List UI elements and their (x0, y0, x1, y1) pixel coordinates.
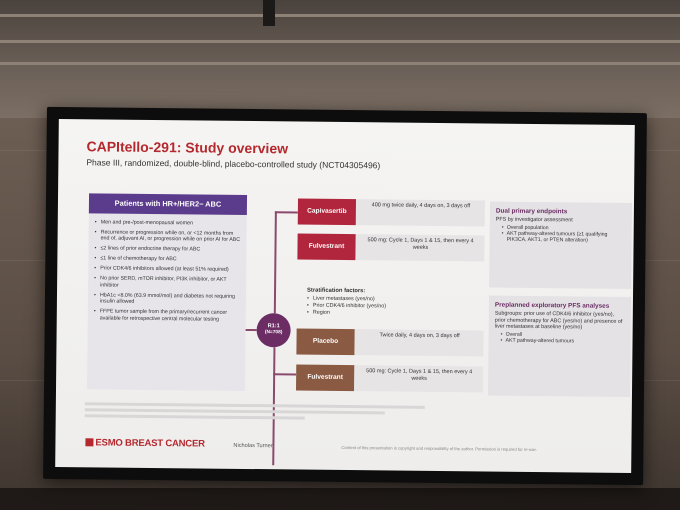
ceiling-projector-mount (263, 0, 275, 26)
connector-line (245, 328, 257, 332)
arm-drug-label: Fulvestrant (296, 364, 355, 392)
criterion: ≤2 lines of prior endocrine therapy for … (94, 246, 242, 254)
endpoint-item: AKT pathway-altered tumours (≥1 qualifyi… (502, 231, 626, 245)
connector-line (273, 211, 277, 314)
connector-line (274, 211, 298, 214)
patients-panel: Patients with HR+/HER2− ABC Men and pre-… (87, 193, 248, 391)
criterion: Men and pre-/post-menopausal women (95, 219, 243, 227)
randomization-node: R1:1 (N=708) (256, 313, 291, 348)
arm-drug-label: Placebo (296, 328, 355, 356)
presenter-name: Nicholas Turner (233, 442, 273, 450)
presentation-slide: CAPItello-291: Study overview Phase III,… (55, 118, 635, 474)
ceiling (0, 0, 680, 118)
eligibility-list: Men and pre-/post-menopausal women Recur… (94, 219, 243, 326)
patients-header: Patients with HR+/HER2− ABC (88, 193, 248, 215)
arm-dose: 500 mg: Cycle 1, Days 1 & 15, then every… (366, 368, 473, 382)
criterion: Recurrence or progression while on, or <… (95, 229, 243, 243)
stratification-factors: Stratification factors: Liver metastases… (307, 288, 477, 318)
exploratory-analyses-panel: Preplanned exploratory PFS analyses Subg… (487, 295, 632, 397)
criterion: No prior SERD, mTOR inhibitor, PI3K inhi… (94, 276, 242, 290)
exploratory-intro: Subgroups: prior use of CDK4/6 inhibitor… (494, 310, 623, 331)
randomization-count: (N=708) (264, 330, 283, 336)
ceiling-truss (0, 40, 680, 43)
primary-endpoints-panel: Dual primary endpoints PFS by investigat… (489, 201, 632, 289)
connector-line (273, 373, 297, 376)
randomization-ratio: R1:1 (267, 323, 280, 330)
arm-drug-label: Fulvestrant (297, 233, 356, 261)
criterion: Prior CDK4/6 inhibitors allowed (at leas… (94, 266, 242, 274)
arm-dose: Twice daily, 4 days on, 3 days off (379, 332, 460, 340)
arm-dose: 400 mg twice daily, 4 days on, 3 days of… (371, 202, 471, 210)
arm-fulvestrant-placebo: Fulvestrant 500 mg: Cycle 1, Days 1 & 15… (296, 364, 484, 393)
criterion: HbA1c <8.0% (63.9 mmol/mol) and diabetes… (94, 292, 242, 306)
stratification-title: Stratification factors: (307, 287, 366, 295)
slide-subtitle: Phase III, randomized, double-blind, pla… (86, 157, 381, 171)
criterion: ≤1 line of chemotherapy for ABC (94, 256, 242, 264)
exploratory-item: AKT pathway-altered tumours (501, 338, 625, 346)
arm-fulvestrant-experimental: Fulvestrant 500 mg: Cycle 1, Days 1 & 15… (297, 233, 485, 262)
arm-placebo: Placebo Twice daily, 4 days on, 3 days o… (296, 328, 484, 357)
ceiling-truss (0, 62, 680, 65)
primary-endpoints-title: Dual primary endpoints (495, 207, 568, 216)
copyright-disclaimer: Content of this presentation is copyrigh… (341, 444, 537, 453)
logo-mark-icon (85, 438, 94, 447)
projection-screen: CAPItello-291: Study overview Phase III,… (43, 106, 647, 486)
ceiling-truss (0, 14, 680, 17)
slide-title: CAPItello-291: Study overview (86, 138, 289, 157)
stage-floor (0, 488, 680, 510)
arm-dose: 500 mg: Cycle 1, Days 1 & 15, then every… (367, 237, 474, 251)
exploratory-title: Preplanned exploratory PFS analyses (494, 301, 610, 310)
arm-drug-label: Capivasertib (297, 198, 357, 226)
stratification-item: Region (307, 309, 477, 318)
slide-footnote-placeholder (84, 402, 445, 421)
criterion: FFPE tumor sample from the primary/recur… (94, 309, 242, 323)
arm-capivasertib: Capivasertib 400 mg twice daily, 4 days … (297, 198, 486, 227)
logo-text: ESMO BREAST CANCER (95, 437, 205, 450)
esmo-logo: ESMO BREAST CANCER (85, 437, 205, 450)
